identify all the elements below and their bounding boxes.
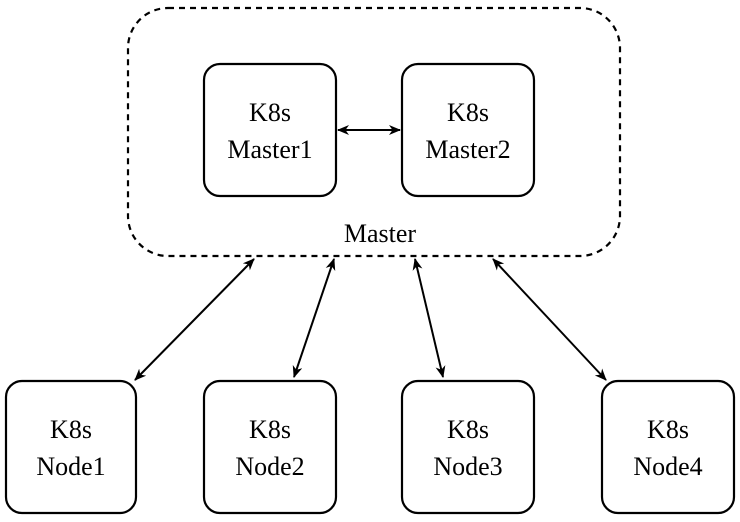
- master-box-2: K8s Master2: [400, 62, 536, 198]
- node-box-1-line2: Node1: [36, 452, 105, 481]
- node-box-3-frame: [400, 379, 536, 515]
- node-box-3: K8s Node3: [400, 379, 536, 515]
- master-box-1: K8s Master1: [202, 62, 338, 198]
- master-group-label: Master: [344, 219, 417, 248]
- master-box-1-line1: K8s: [249, 98, 291, 127]
- master-box-2-frame: [400, 62, 536, 198]
- master-group: Master: [126, 6, 622, 258]
- master-box-1-line2: Master1: [227, 135, 312, 164]
- master-box-2-line2: Master2: [425, 135, 510, 164]
- master-box-2-line1: K8s: [447, 98, 489, 127]
- node-box-1-line1: K8s: [50, 415, 92, 444]
- node-box-4-frame: [600, 379, 736, 515]
- master-box-1-frame: [202, 62, 338, 198]
- node-box-3-line1: K8s: [447, 415, 489, 444]
- node-box-2-frame: [202, 379, 338, 515]
- node-box-4: K8s Node4: [600, 379, 736, 515]
- node-box-1: K8s Node1: [4, 379, 138, 515]
- node-box-2-line1: K8s: [249, 415, 291, 444]
- node-box-2-line2: Node2: [235, 452, 304, 481]
- node-box-3-line2: Node3: [433, 452, 502, 481]
- node-box-4-line2: Node4: [633, 452, 702, 481]
- arrow-master-node3: [412, 258, 446, 378]
- node-box-2: K8s Node2: [202, 379, 338, 515]
- arrow-master-node4: [492, 258, 607, 381]
- arrow-master-node2: [292, 258, 336, 378]
- arrow-master-node1: [134, 258, 255, 381]
- node-box-4-line1: K8s: [647, 415, 689, 444]
- node-box-1-frame: [4, 379, 138, 515]
